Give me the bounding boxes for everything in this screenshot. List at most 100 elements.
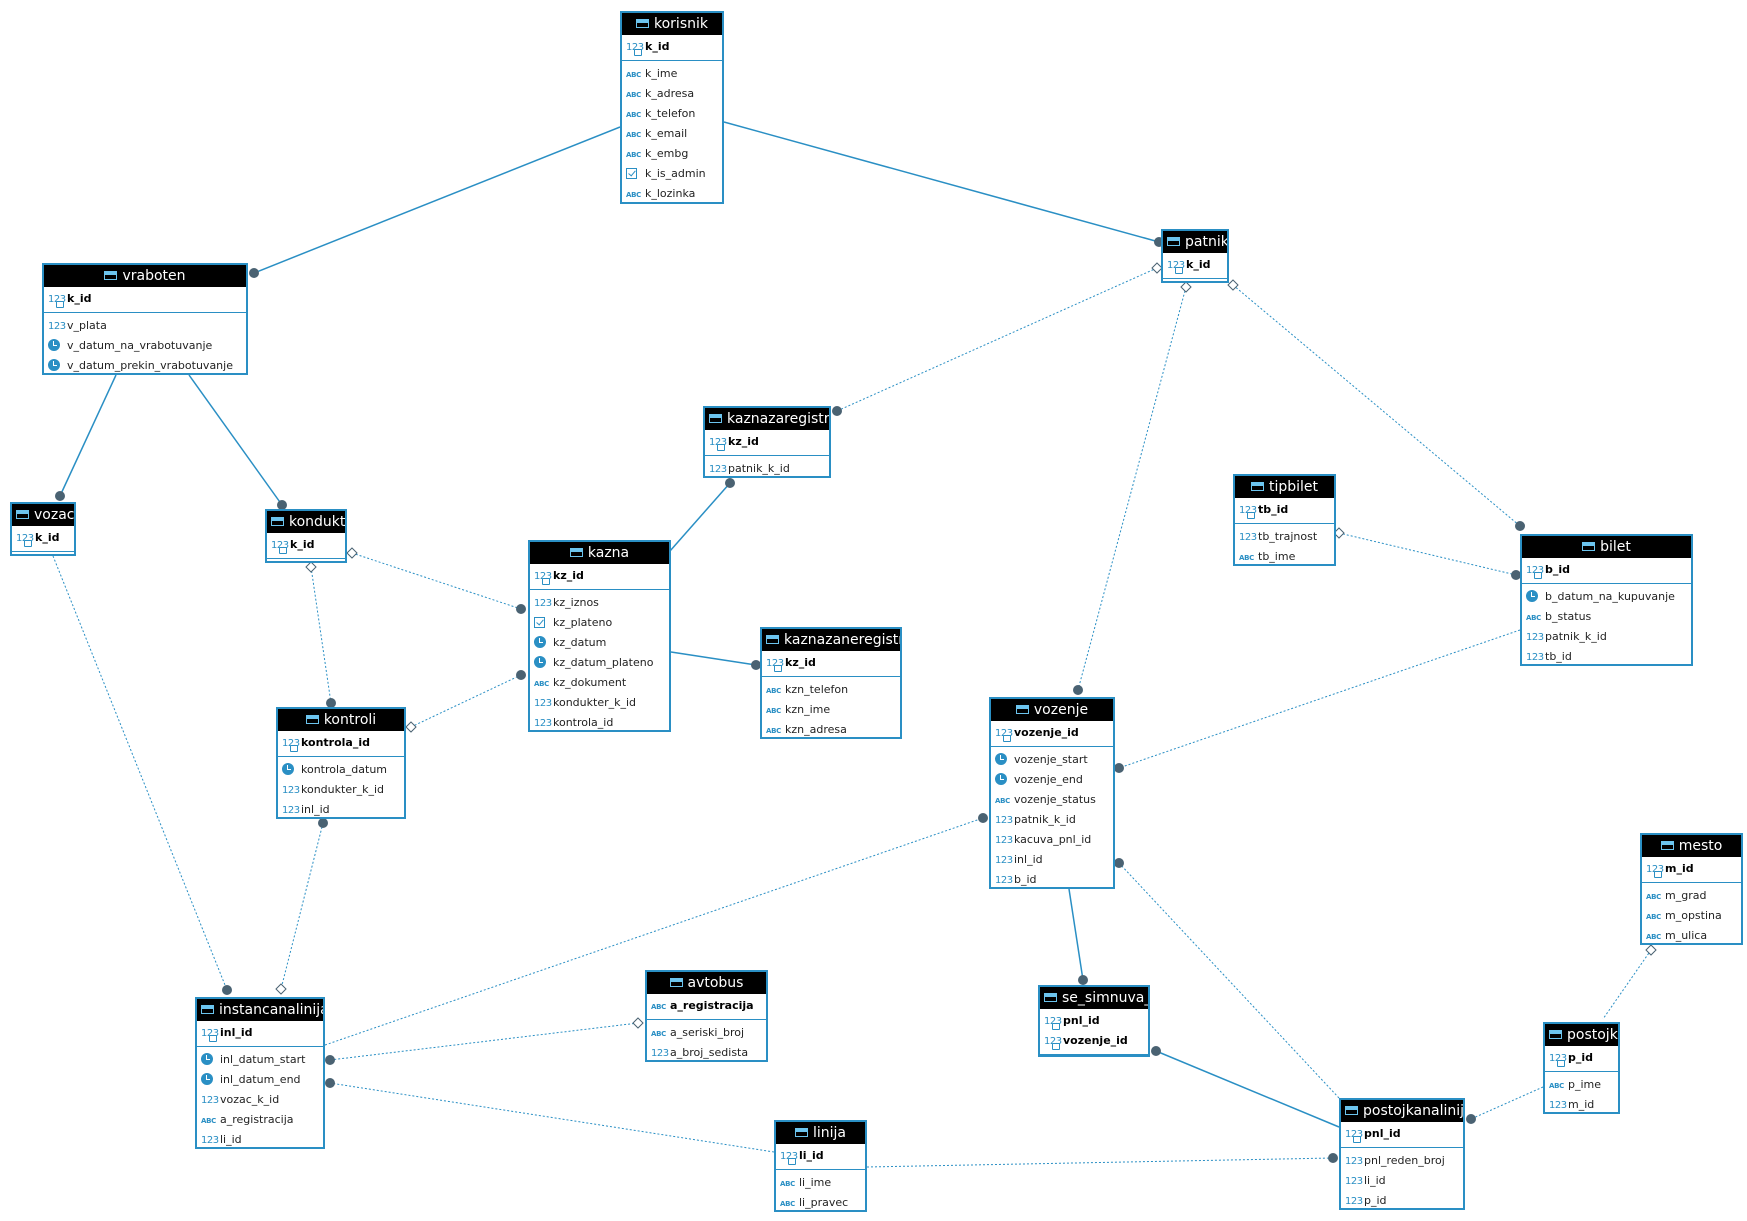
column-row[interactable]: 123a_broj_sedista (647, 1043, 766, 1060)
column-row[interactable]: v_datum_prekin_vrabotuvanje (44, 356, 246, 373)
primary-key-column[interactable]: 123vozenje_id (991, 723, 1113, 743)
column-row[interactable]: 123kacuva_pnl_id (991, 830, 1113, 850)
entity-header[interactable]: korisnik (622, 13, 722, 35)
column-row[interactable]: 123kondukter_k_id (278, 780, 404, 800)
column-row[interactable]: k_is_admin (622, 164, 722, 184)
primary-key-column[interactable]: 123k_id (267, 535, 345, 555)
entity-header[interactable]: kaznazaregistrirani (705, 408, 829, 430)
column-row[interactable]: kz_datum (530, 633, 669, 653)
column-row[interactable]: v_datum_na_vrabotuvanje (44, 336, 246, 356)
entity-kaznazaregistrirani[interactable]: kaznazaregistrirani123kz_id123patnik_k_i… (703, 406, 831, 478)
primary-key-column[interactable]: 123pnl_id (1341, 1124, 1463, 1144)
entity-header[interactable]: bilet (1522, 536, 1691, 558)
entity-header[interactable]: vozenje (991, 699, 1113, 721)
relationship-vraboten-vozac[interactable] (59, 374, 117, 497)
column-row[interactable]: 123tb_trajnost (1235, 527, 1334, 547)
column-row[interactable]: 123inl_id (991, 850, 1113, 870)
relationship-tipbilet-bilet[interactable] (1338, 532, 1517, 576)
relationship-patnik-bilet[interactable] (1232, 284, 1521, 527)
relationship-patnik-vozenje[interactable] (1077, 286, 1187, 691)
column-row[interactable]: 123kondukter_k_id (530, 693, 669, 713)
entity-header[interactable]: tipbilet (1235, 476, 1334, 498)
column-row[interactable]: 123patnik_k_id (991, 810, 1113, 830)
column-row[interactable]: vozenje_end (991, 770, 1113, 790)
column-row[interactable]: 123v_plata (44, 316, 246, 336)
column-row[interactable]: 123kz_iznos (530, 593, 669, 613)
entity-kondukter[interactable]: kondukter123k_id (265, 509, 347, 563)
column-row[interactable]: vozenje_start (991, 750, 1113, 770)
entity-kaznazaneregistrirani[interactable]: kaznazaneregistrirani123kz_idABCkzn_tele… (760, 627, 902, 739)
column-row[interactable]: 123kontrola_id (530, 713, 669, 730)
primary-key-column[interactable]: 123tb_id (1235, 500, 1334, 520)
entity-header[interactable]: patnik (1163, 231, 1227, 253)
relationship-postojkanalinija-vozenje[interactable] (1118, 862, 1340, 1099)
entity-header[interactable]: postojka (1545, 1024, 1618, 1046)
relationship-vozac-instancanalinija[interactable] (52, 555, 228, 991)
relationship-bilet-vozenje[interactable] (1118, 629, 1521, 769)
entity-header[interactable]: kondukter (267, 511, 345, 533)
primary-key-column[interactable]: 123b_id (1522, 560, 1691, 580)
column-row[interactable]: inl_datum_end (197, 1070, 323, 1090)
relationship-postojka-postojkanalinija[interactable] (1470, 1086, 1544, 1120)
relationship-korisnik-vraboten[interactable] (253, 126, 621, 274)
column-row[interactable]: 123b_id (991, 870, 1113, 887)
relationship-vraboten-kondukter[interactable] (188, 374, 283, 506)
column-row[interactable]: 123li_id (1341, 1171, 1463, 1191)
entity-header[interactable]: vraboten (44, 265, 246, 287)
primary-key-column[interactable]: 123vozenje_id (1040, 1031, 1148, 1051)
entity-header[interactable]: instancanalinija (197, 999, 323, 1021)
relationship-instancanalinija-kontroli[interactable] (280, 822, 324, 990)
relationship-linija-postojkanalinija[interactable] (866, 1157, 1334, 1168)
entity-header[interactable]: kaznazaneregistrirani (762, 629, 900, 651)
relationship-kontroli-kazna[interactable] (410, 674, 522, 728)
relationship-kondukter-kazna[interactable] (351, 552, 522, 610)
relationship-kazna-kaznazaneregistrirani[interactable] (670, 651, 757, 666)
column-row[interactable]: 123vozac_k_id (197, 1090, 323, 1110)
relationship-instancanalinija-vozenje[interactable] (324, 817, 984, 1046)
primary-key-column[interactable]: 123p_id (1545, 1048, 1618, 1068)
entity-header[interactable]: mesto (1642, 835, 1741, 857)
column-row[interactable]: 123patnik_k_id (705, 459, 829, 476)
relationship-korisnik-patnik[interactable] (723, 121, 1160, 243)
column-row[interactable]: kontrola_datum (278, 760, 404, 780)
entity-header[interactable]: kazna (530, 542, 669, 564)
column-row[interactable]: 123li_id (197, 1130, 323, 1147)
primary-key-column[interactable]: 123li_id (776, 1146, 865, 1166)
entity-header[interactable]: avtobus (647, 972, 766, 994)
relationship-avtobus-instancanalinija[interactable] (329, 1022, 639, 1061)
column-row[interactable]: 123inl_id (278, 800, 404, 817)
primary-key-column[interactable]: 123k_id (622, 37, 722, 57)
column-row[interactable]: 123patnik_k_id (1522, 627, 1691, 647)
column-row[interactable]: b_datum_na_kupuvanje (1522, 587, 1691, 607)
